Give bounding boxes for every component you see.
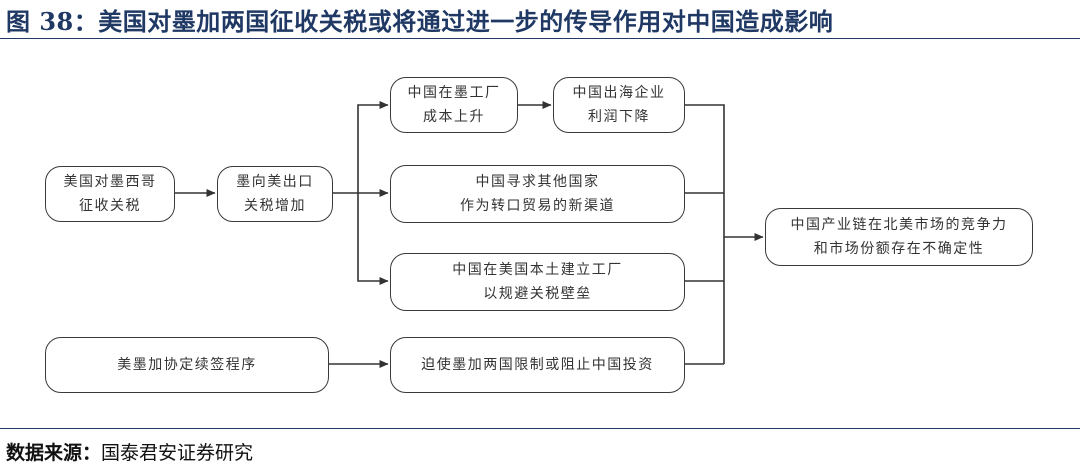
figure-title: 图 38：美国对墨加两国征收关税或将通过进一步的传导作用对中国造成影响 <box>6 7 834 36</box>
merge-line-overseas <box>685 104 725 364</box>
node-us-tariff: 美国对墨西哥 征收关税 <box>45 166 175 222</box>
source-text: 国泰君安证券研究 <box>101 442 254 464</box>
node-mx-export: 墨向美出口 关税增加 <box>217 166 333 222</box>
node-forced-limit: 迫使墨加两国限制或阻止中国投资 <box>390 337 685 393</box>
arrow-branch-to-mx-factory <box>357 101 389 193</box>
source-label: 数据来源： <box>6 442 102 464</box>
node-cn-overseas: 中国出海企业 利润下降 <box>553 77 685 133</box>
node-cn-transit: 中国寻求其他国家 作为转口贸易的新渠道 <box>390 165 685 223</box>
node-cn-mx-factory: 中国在墨工厂 成本上升 <box>390 77 518 133</box>
title-rule <box>0 38 1080 39</box>
source-note: 数据来源：国泰君安证券研究 <box>6 438 253 465</box>
arrow-branch-to-us-factory <box>357 193 389 285</box>
node-cn-na-chain: 中国产业链在北美市场的竞争力 和市场份额存在不确定性 <box>765 208 1033 266</box>
node-usmca-renewal: 美墨加协定续签程序 <box>45 337 329 393</box>
source-rule <box>0 428 1080 429</box>
node-cn-us-factory: 中国在美国本土建立工厂 以规避关税壁垒 <box>390 253 685 311</box>
